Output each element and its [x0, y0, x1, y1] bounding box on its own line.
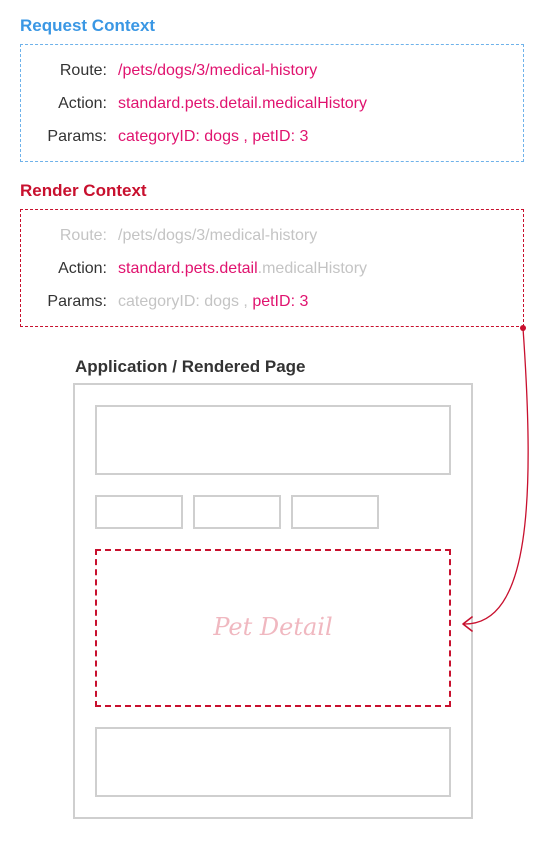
- request-action-row: Action: standard.pets.detail.medicalHist…: [21, 95, 523, 119]
- action-label: Action:: [58, 260, 107, 277]
- param-comma: ,: [238, 128, 253, 145]
- page-footer-block: [95, 727, 451, 797]
- request-context-box: Route: /pets/dogs/3/medical-history Acti…: [20, 44, 524, 162]
- action-inactive-part: .medicalHistory: [257, 260, 368, 277]
- nav-block-2: [193, 495, 281, 529]
- param-category-key: categoryID: [118, 293, 196, 310]
- render-context-box: Route: /pets/dogs/3/medical-history Acti…: [20, 209, 524, 327]
- request-route-row: Route: /pets/dogs/3/medical-history: [21, 62, 523, 86]
- action-label: Action:: [58, 95, 107, 112]
- arrow-curve: [463, 327, 529, 625]
- nav-block-3: [291, 495, 379, 529]
- route-value: /pets/dogs/3/medical-history: [118, 227, 318, 244]
- params-value: categoryID: dogs , petID: 3: [118, 293, 308, 311]
- render-context-title: Render Context: [20, 181, 147, 200]
- action-value: standard.pets.detail.medicalHistory: [118, 95, 368, 112]
- param-category-value: dogs: [204, 128, 239, 145]
- pet-detail-region: Pet Detail: [95, 549, 451, 707]
- action-active-part: standard.pets.detail: [118, 260, 258, 277]
- param-pet-key: petID: [252, 293, 291, 310]
- param-pet-value: 3: [299, 293, 309, 310]
- page-header-block: [95, 405, 451, 475]
- render-params-row: Params: categoryID: dogs , petID: 3: [21, 293, 523, 317]
- route-label: Route:: [59, 227, 107, 244]
- app-title: Application / Rendered Page: [75, 357, 306, 376]
- param-category-key: categoryID: [118, 128, 196, 145]
- pet-detail-label: Pet Detail: [213, 613, 333, 641]
- params-label: Params:: [47, 128, 107, 145]
- param-pet-value: 3: [299, 128, 309, 145]
- param-pet-sep: :: [290, 128, 300, 145]
- param-category-sep: :: [195, 128, 205, 145]
- render-route-row: Route: /pets/dogs/3/medical-history: [21, 227, 523, 251]
- route-value: /pets/dogs/3/medical-history: [118, 62, 318, 79]
- param-category-sep: :: [195, 293, 205, 310]
- param-comma: ,: [238, 293, 253, 310]
- render-action-row: Action: standard.pets.detail.medicalHist…: [21, 260, 523, 284]
- request-context-title: Request Context: [20, 16, 156, 35]
- param-pet-key: petID: [252, 128, 291, 145]
- request-params-row: Params: categoryID: dogs , petID: 3: [21, 128, 523, 152]
- route-label: Route:: [59, 62, 107, 79]
- action-value: standard.pets.detail.medicalHistory: [118, 260, 367, 278]
- params-value: categoryID: dogs , petID: 3: [118, 128, 308, 146]
- param-category-value: dogs: [204, 293, 239, 310]
- param-pet-sep: :: [290, 293, 300, 310]
- nav-block-1: [95, 495, 183, 529]
- params-label: Params:: [47, 293, 107, 310]
